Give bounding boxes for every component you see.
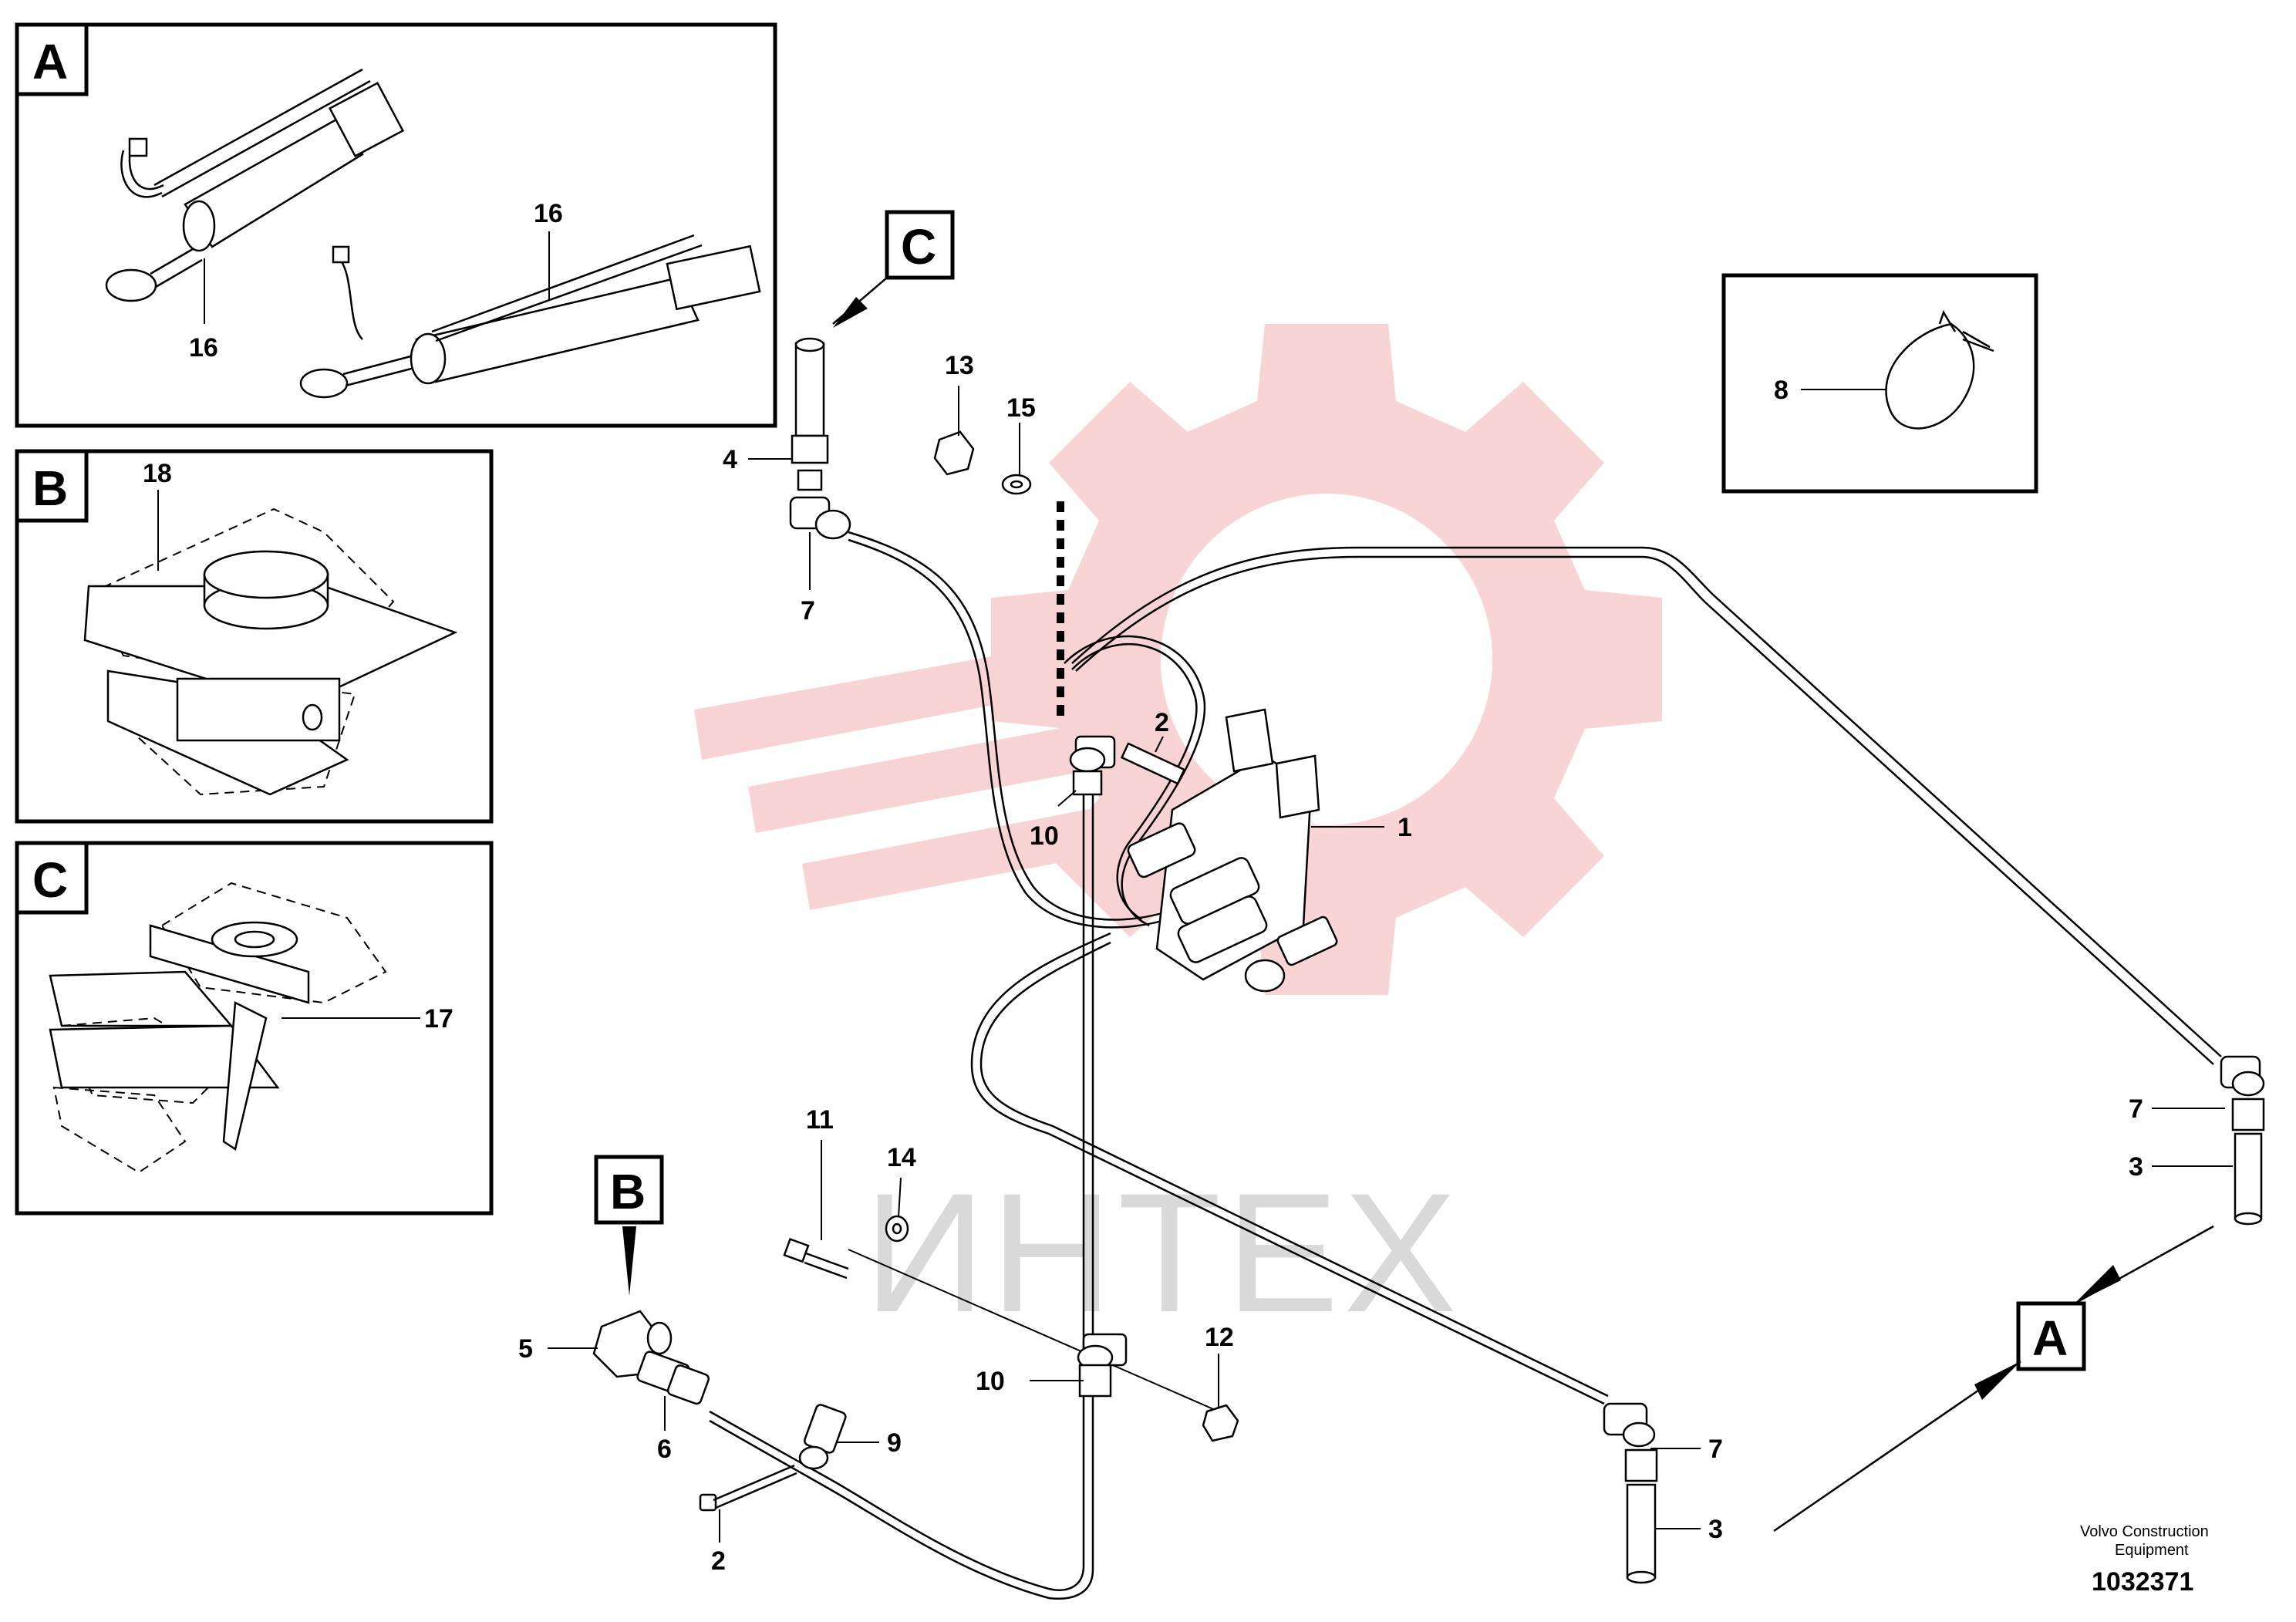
part-number-label: 18: [143, 459, 172, 488]
company-name-line1: Volvo Construction: [2080, 1523, 2209, 1540]
part-number-label: 4: [723, 445, 737, 474]
part-10-clamp-top: [1069, 735, 1116, 796]
company-name-line2: Equipment: [2115, 1542, 2189, 1559]
watermark-text: ИНТЕХ: [864, 1158, 1462, 1347]
part-number-label: 7: [801, 596, 815, 626]
hydraulic-pipes: [709, 501, 2222, 1600]
view-marker-a-letter: A: [2032, 1310, 2068, 1366]
part-number-label: 3: [1708, 1515, 1723, 1544]
part-7-elbow-right: [2220, 1055, 2265, 1097]
part-number-label: 16: [189, 333, 218, 363]
part-7-elbow-bottom: [1603, 1402, 1656, 1448]
hydraulic-cylinder-upper: [105, 68, 405, 302]
part-number-label: 3: [2129, 1152, 2143, 1182]
detail-b-label: B: [32, 460, 68, 516]
part-number-label: 9: [887, 1428, 902, 1458]
part-number-label: 13: [945, 351, 974, 380]
part-7-elbow-top: [789, 496, 851, 540]
part-number-label: 2: [711, 1546, 726, 1576]
part-15-washer: [1001, 474, 1032, 495]
detail-b-panel: B 18: [15, 449, 494, 824]
part-number-label: 2: [1155, 708, 1169, 737]
part-12-nut: [1202, 1404, 1239, 1442]
detail-cable-tie-panel: 8: [1721, 273, 2038, 494]
part-6-union: [636, 1351, 710, 1405]
part-9-clamp: [798, 1404, 847, 1470]
part-number-label: 1: [1397, 813, 1412, 842]
part-14-washer: [885, 1215, 909, 1243]
part-11-bolt: [783, 1237, 849, 1280]
hydraulic-cylinder-lower: [299, 234, 761, 399]
part-number-label: 16: [534, 199, 563, 228]
part-number-label: 5: [518, 1334, 533, 1364]
watermark-gear-logo: [694, 324, 1662, 995]
part-2-bolt-top: [1120, 742, 1186, 785]
part-number-label: 12: [1205, 1323, 1234, 1352]
detail-c-panel: C 17: [15, 841, 494, 1216]
part-number-label: 7: [1708, 1435, 1723, 1464]
view-marker-b: B: [594, 1155, 664, 1296]
part-number-label: 7: [2129, 1094, 2143, 1124]
part-number-label: 10: [976, 1367, 1005, 1396]
part-number-label: 15: [1006, 393, 1036, 423]
view-marker-c: C: [832, 210, 955, 328]
drawing-number: 1032371: [2092, 1567, 2193, 1597]
view-marker-a: A: [1773, 1225, 2214, 1533]
part-number-label: 10: [1030, 821, 1059, 851]
part-1-valve-block: [1127, 708, 1338, 993]
part-2-bolt-bottom: [699, 1464, 797, 1512]
part-3-right-fitting: [2231, 1098, 2265, 1226]
detail-c-label: C: [32, 852, 68, 908]
part-number-label: 8: [1774, 376, 1789, 405]
part-number-label: 14: [887, 1143, 916, 1172]
part-3-bottom-fitting: [1624, 1448, 1658, 1584]
part-number-label: 6: [657, 1435, 672, 1464]
part-10-clamp-bottom: [1077, 1333, 1128, 1398]
part-13-nut: [933, 430, 975, 476]
part-number-label: 11: [806, 1105, 834, 1135]
view-marker-c-letter: C: [901, 219, 936, 275]
part-number-label: 17: [424, 1004, 453, 1034]
detail-a-label: A: [32, 34, 68, 89]
part-3-top-fitting: [791, 337, 829, 491]
view-marker-b-letter: B: [610, 1164, 646, 1219]
leader-lines: [548, 386, 2233, 1543]
detail-a-panel: A 16: [15, 22, 777, 428]
